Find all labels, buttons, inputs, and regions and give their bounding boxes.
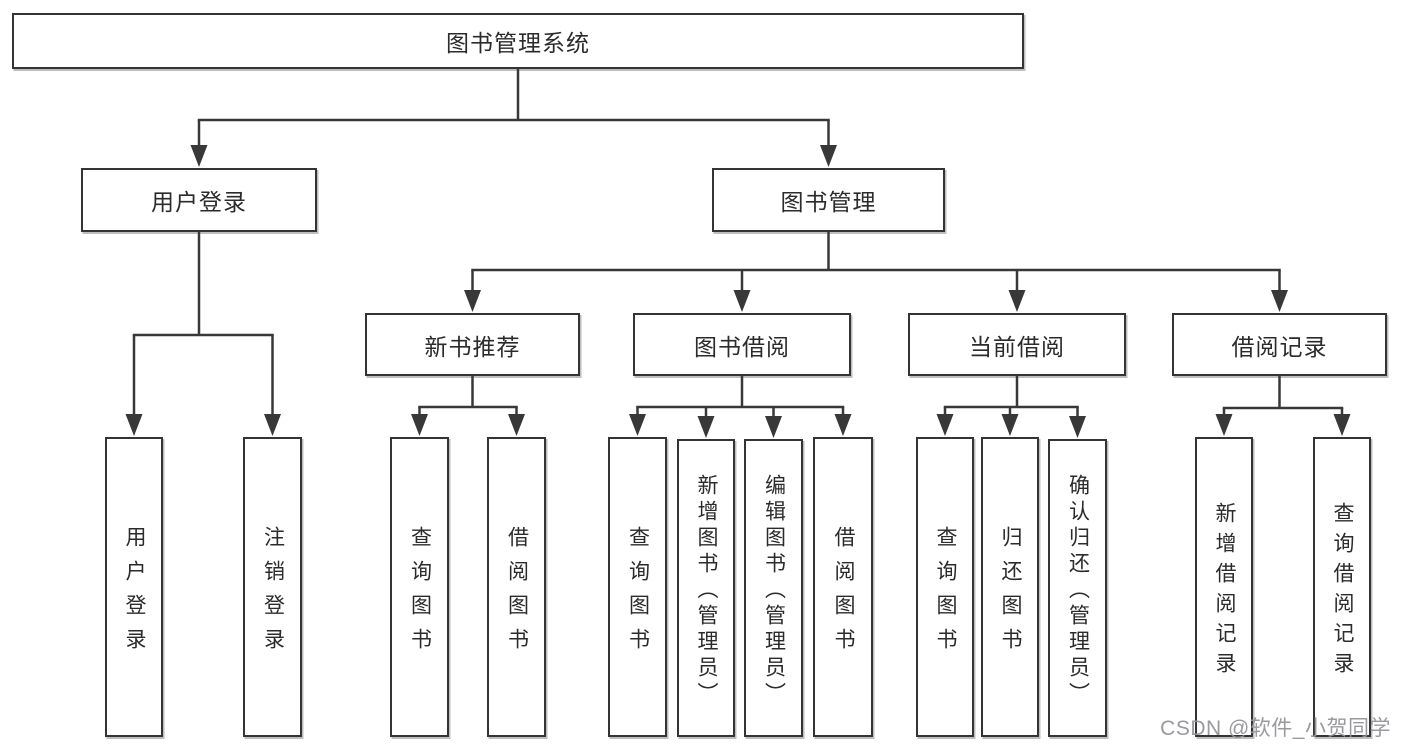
csdn-watermark: CSDN @软件_小贺同学 <box>1160 717 1391 740</box>
node-label: 归还图书 <box>999 525 1022 662</box>
node-leaf-cb-return-book: 归还图书 <box>981 437 1039 737</box>
node-leaf-cb-confirm-return: 确认归还（管理员） <box>1048 439 1107 737</box>
node-label: 编辑图书（管理员） <box>762 473 786 708</box>
node-book-borrow: 图书借阅 <box>633 313 851 376</box>
node-current-borrow: 当前借阅 <box>908 313 1126 376</box>
node-label: 确认归还（管理员） <box>1066 473 1090 708</box>
edge-current-borrow <box>936 376 1086 438</box>
node-label: 新增图书（管理员） <box>695 473 718 708</box>
node-label: 借阅图书 <box>505 525 529 662</box>
node-leaf-bb-edit-book: 编辑图书（管理员） <box>744 439 803 737</box>
edge-book-mgmt <box>464 232 1288 312</box>
node-label: 新增借阅记录 <box>1213 501 1236 682</box>
edge-user-login <box>125 232 281 436</box>
node-leaf-nb-borrow-book: 借阅图书 <box>487 437 546 737</box>
node-user-login: 用户登录 <box>81 168 317 232</box>
edge-root <box>190 69 837 167</box>
node-leaf-logout: 注销登录 <box>243 437 302 737</box>
node-leaf-bb-add-book: 新增图书（管理员） <box>677 439 735 737</box>
node-label: 查询图书 <box>408 525 432 662</box>
node-label: 图书借阅 <box>694 333 790 360</box>
node-label: 用户登录 <box>123 525 146 662</box>
node-label: 图书管理 <box>780 189 877 215</box>
node-label: 查询借阅记录 <box>1331 501 1354 682</box>
node-borrow-record: 借阅记录 <box>1172 313 1387 376</box>
edge-borrow-record <box>1215 376 1351 436</box>
node-label: 新书推荐 <box>424 333 521 360</box>
node-label: 借阅记录 <box>1231 333 1328 360</box>
node-label: 图书管理系统 <box>446 30 590 56</box>
node-leaf-user-login: 用户登录 <box>105 437 163 737</box>
node-new-book-rec: 新书推荐 <box>365 313 580 376</box>
node-label: 查询图书 <box>934 525 957 662</box>
node-leaf-nb-query-book: 查询图书 <box>390 437 449 737</box>
node-book-mgmt: 图书管理 <box>712 168 945 232</box>
node-root: 图书管理系统 <box>12 13 1024 69</box>
node-leaf-bb-borrow-book: 借阅图书 <box>813 437 873 737</box>
node-leaf-br-add-record: 新增借阅记录 <box>1195 437 1253 737</box>
node-label: 注销登录 <box>261 525 285 662</box>
edge-book-borrow <box>629 376 852 438</box>
node-label: 当前借阅 <box>969 333 1065 360</box>
node-leaf-br-query-record: 查询借阅记录 <box>1313 437 1371 737</box>
node-label: 用户登录 <box>151 189 247 215</box>
node-leaf-cb-query-book: 查询图书 <box>916 437 974 737</box>
node-leaf-bb-query-book: 查询图书 <box>608 437 667 737</box>
node-label: 借阅图书 <box>832 525 855 662</box>
edge-new-book-rec <box>411 376 525 436</box>
node-label: 查询图书 <box>626 525 650 662</box>
